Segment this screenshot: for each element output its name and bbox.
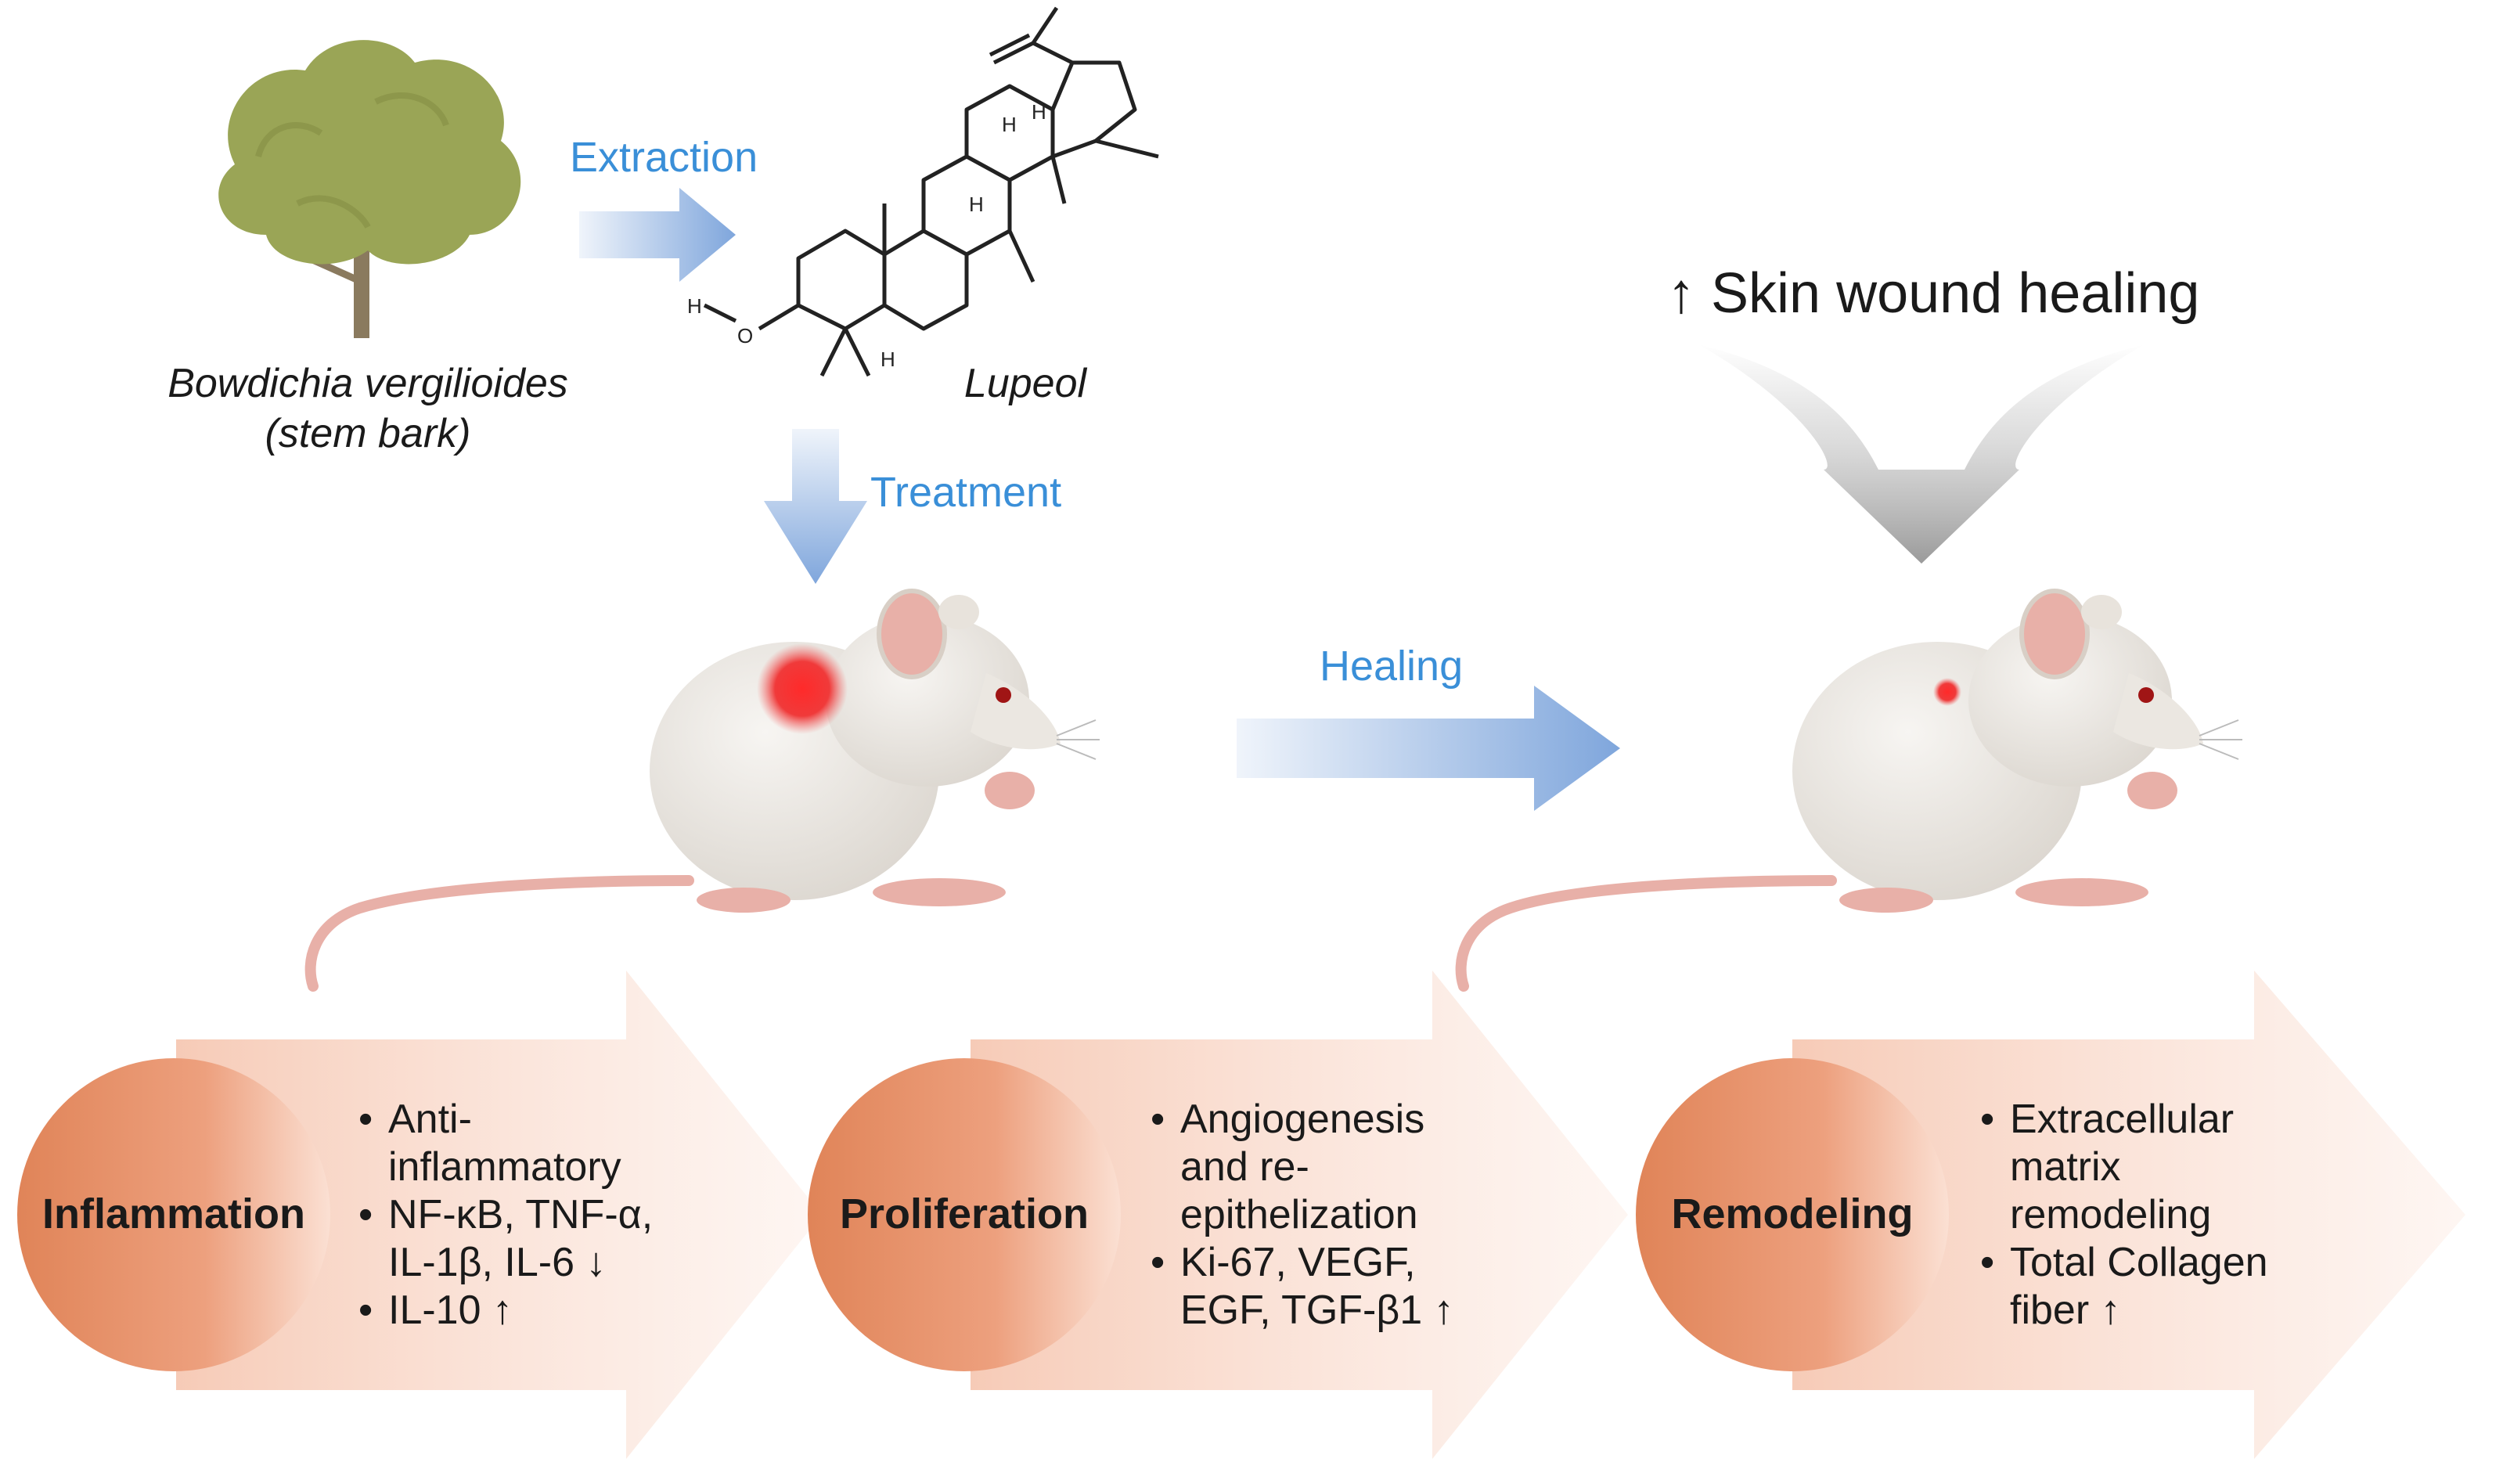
stereo-hydrogens: H H H H H O — [687, 100, 1046, 371]
outcome-funnel-arrow — [1698, 344, 2145, 564]
atom-h-label: H — [881, 348, 895, 371]
treatment-label: Treatment — [870, 469, 1062, 516]
proliferation-stage-circle — [808, 1058, 1121, 1371]
remodeling-findings: Extracellular matrix remodeling Total Co… — [1980, 1096, 2268, 1335]
inflammation-findings: Anti- inflammatory NF-κB, TNF-α, IL-1β, … — [358, 1096, 653, 1335]
compound-name: Lupeol — [963, 361, 1087, 406]
proliferation-stage-label: Proliferation — [839, 1190, 1089, 1237]
up-arrow-icon: ↑ — [1667, 262, 1695, 325]
finding-item: Ki-67, VEGF, EGF, TGF-β1 ↑ — [1151, 1239, 1454, 1335]
inflammation-stage-label: Inflammation — [41, 1190, 306, 1237]
finding-item: Extracellular matrix remodeling — [1980, 1096, 2268, 1239]
healing-label: Healing — [1320, 643, 1464, 690]
proliferation-findings: Angiogenesis and re- epithelization Ki-6… — [1151, 1096, 1454, 1335]
finding-item: Anti- inflammatory — [358, 1096, 653, 1191]
finding-item: Total Collagen fiber ↑ — [1980, 1239, 2268, 1335]
outcome-title: ↑ Skin wound healing — [1667, 261, 2199, 326]
lupeol-structure — [703, 6, 1159, 377]
extraction-arrow — [579, 188, 736, 282]
remodeling-stage-circle — [1636, 1058, 1949, 1371]
healed-mouse-icon — [1455, 589, 2242, 992]
wounded-mouse-icon — [304, 589, 1100, 992]
remodeling-stage-label: Remodeling — [1671, 1190, 1914, 1237]
extraction-label: Extraction — [570, 134, 758, 181]
atom-h-label: H — [687, 294, 702, 318]
outcome-text: Skin wound healing — [1711, 262, 2200, 325]
source-plant-caption: Bowdichia vergilioides (stem bark) — [117, 358, 618, 459]
atom-h-label: H — [1032, 100, 1046, 124]
atom-h-label: H — [969, 193, 984, 216]
atom-o-label: O — [737, 324, 753, 348]
finding-item: NF-κB, TNF-α, IL-1β, IL-6 ↓ — [358, 1191, 653, 1287]
treatment-arrow — [764, 429, 867, 584]
finding-item: Angiogenesis and re- epithelization — [1151, 1096, 1454, 1239]
healing-arrow — [1237, 686, 1620, 811]
source-species: Bowdichia vergilioides — [167, 361, 568, 406]
tree-icon — [218, 40, 521, 338]
atom-h-label: H — [1002, 113, 1017, 136]
finding-item: IL-10 ↑ — [358, 1287, 653, 1335]
source-part: (stem bark) — [265, 411, 471, 456]
inflammation-stage-circle — [17, 1058, 330, 1371]
